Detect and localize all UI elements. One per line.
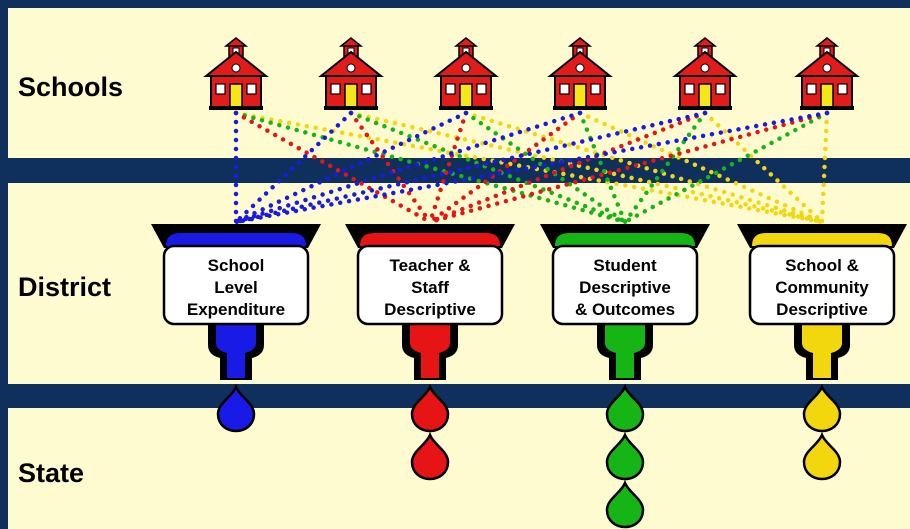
funnel-label-line: Community xyxy=(775,278,869,297)
flow-line xyxy=(233,110,354,225)
flow-line xyxy=(233,110,830,225)
flow-line xyxy=(819,110,830,225)
school-icon xyxy=(318,37,384,110)
flow-line xyxy=(427,110,830,225)
flow-line xyxy=(622,110,830,225)
funnel-label-line: Level xyxy=(214,278,257,297)
flow-line xyxy=(463,110,825,225)
flow-line xyxy=(577,110,825,225)
funnel-label-line: & Outcomes xyxy=(575,300,675,319)
flow-line xyxy=(463,110,628,225)
flow-line xyxy=(702,110,825,225)
flow-line xyxy=(233,110,708,225)
band-label-schools: Schools xyxy=(18,72,123,102)
flow-line xyxy=(348,110,825,225)
funnel-label-line: School xyxy=(208,256,265,275)
school-icon xyxy=(433,37,499,110)
flow-line xyxy=(577,110,628,225)
funnel-label-line: Teacher & xyxy=(390,256,471,275)
school-icon xyxy=(672,37,738,110)
flow-line xyxy=(233,110,583,225)
band-label-district: District xyxy=(18,272,111,302)
data-drop xyxy=(802,431,842,481)
flow-line xyxy=(233,110,433,225)
flow-line xyxy=(233,110,825,225)
state-band xyxy=(8,408,910,529)
data-drop xyxy=(802,383,842,433)
flow-line xyxy=(233,110,469,225)
data-drop xyxy=(410,431,450,481)
school-icon xyxy=(203,37,269,110)
flow-line xyxy=(427,110,469,225)
funnel-label-line: Descriptive xyxy=(776,300,868,319)
data-flow-dotted-lines xyxy=(233,110,830,225)
school-icon xyxy=(547,37,613,110)
data-drop xyxy=(216,383,256,433)
funnel-label-line: Expenditure xyxy=(187,300,285,319)
funnel-label-line: School & xyxy=(785,256,859,275)
funnel-label-line: Descriptive xyxy=(579,278,671,297)
data-drop xyxy=(605,479,645,529)
data-drop xyxy=(605,383,645,433)
band-label-state: State xyxy=(18,458,84,488)
school-icon xyxy=(794,37,860,110)
funnel-label-line: Staff xyxy=(411,278,449,297)
funnel-label-line: Student xyxy=(593,256,657,275)
funnel-label-line: Descriptive xyxy=(384,300,476,319)
flow-line xyxy=(427,110,583,225)
data-drop xyxy=(605,431,645,481)
data-drop xyxy=(410,383,450,433)
school-icons xyxy=(203,37,860,110)
